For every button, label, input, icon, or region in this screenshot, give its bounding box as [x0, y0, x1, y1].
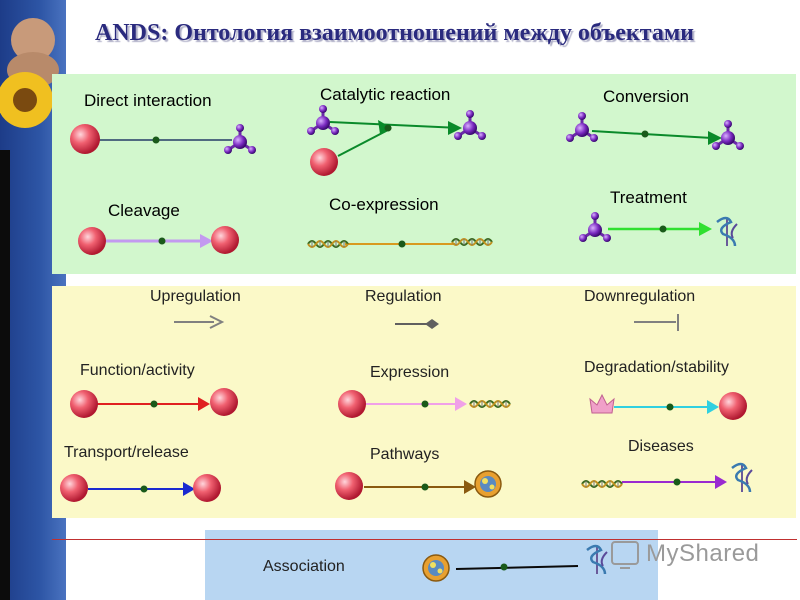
pathway-icon	[474, 470, 502, 498]
label-conversion: Conversion	[603, 87, 689, 106]
association-disease-icon	[585, 544, 609, 576]
degradation-agent	[589, 394, 615, 414]
expression-gene	[469, 400, 511, 408]
treatment-disease	[715, 216, 739, 248]
catalytic-molecule	[305, 103, 341, 137]
transport-target	[193, 474, 221, 502]
label-treatment: Treatment	[610, 188, 687, 207]
function-target	[210, 388, 238, 416]
label-downregulation: Downregulation	[584, 288, 696, 305]
label-expression: Expression	[370, 364, 450, 381]
function-protein	[70, 390, 98, 418]
label-upregulation: Upregulation	[150, 288, 241, 305]
label-association: Association	[263, 558, 345, 575]
expression-protein	[338, 390, 366, 418]
label-co-expression: Co-expression	[329, 195, 439, 214]
watermark: MyShared	[646, 540, 760, 567]
degradation-protein	[719, 392, 747, 420]
label-function-activity: Function/activity	[80, 362, 195, 379]
label-transport-release: Transport/release	[64, 444, 189, 461]
conversion-substrate	[564, 110, 600, 144]
treatment-drug	[577, 210, 613, 244]
label-catalytic-reaction: Catalytic reaction	[320, 85, 451, 104]
co-expression-gene-right	[451, 238, 493, 246]
diseases-icon	[730, 462, 754, 494]
direct-interaction-protein	[70, 124, 100, 154]
conversion-product	[710, 118, 746, 152]
transport-protein	[60, 474, 88, 502]
association-pathway-icon	[422, 554, 450, 582]
page-title: ANDS: Онтология взаимоотношений между об…	[95, 20, 695, 46]
co-expression-gene-left	[307, 240, 349, 248]
label-degradation-stability: Degradation/stability	[584, 359, 729, 376]
cleavage-product	[211, 226, 239, 254]
label-regulation: Regulation	[365, 288, 442, 305]
diseases-gene	[581, 480, 623, 488]
label-cleavage: Cleavage	[108, 201, 180, 220]
cleavage-protein	[78, 227, 106, 255]
label-diseases: Diseases	[628, 438, 694, 455]
catalytic-enzyme	[310, 148, 338, 176]
label-pathways: Pathways	[370, 446, 440, 463]
catalytic-product	[452, 108, 488, 142]
footer-divider	[52, 539, 797, 540]
logo-strip	[0, 150, 10, 600]
pathways-protein	[335, 472, 363, 500]
label-direct-interaction: Direct interaction	[84, 91, 212, 110]
